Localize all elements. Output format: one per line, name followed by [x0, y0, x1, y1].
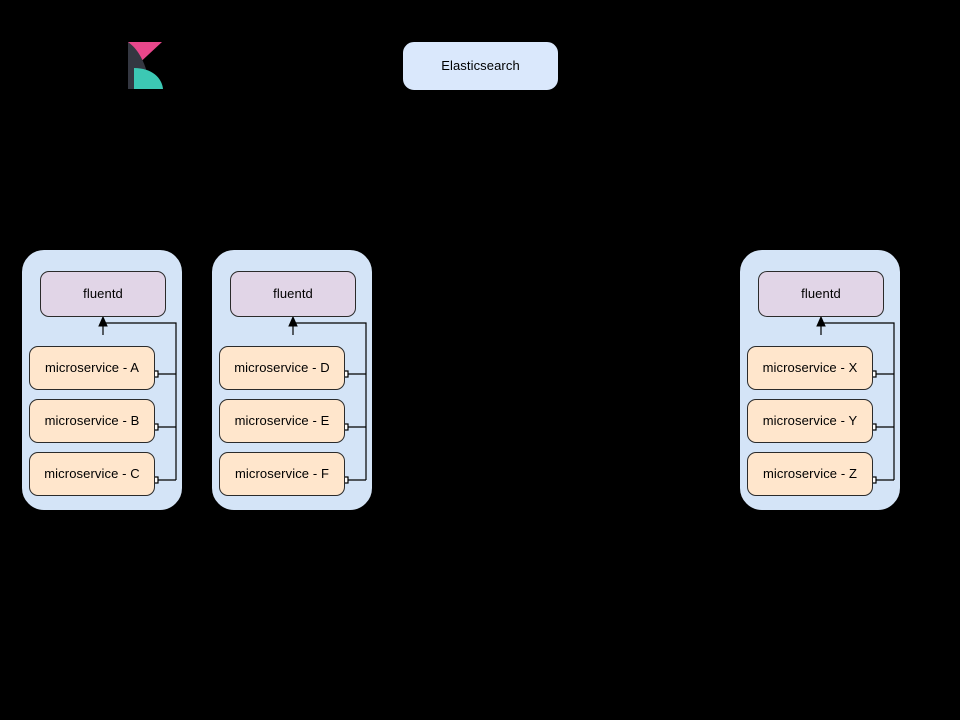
cluster-2[interactable]: fluentd microservice - D microservice - … — [212, 250, 372, 510]
elasticsearch-label: Elasticsearch — [441, 58, 520, 74]
kibana-logo-icon — [128, 42, 163, 89]
fluentd-label: fluentd — [273, 286, 313, 302]
kibana-logo — [128, 42, 170, 89]
microservice-label: microservice - Y — [762, 413, 858, 429]
microservice-node-c[interactable]: microservice - C — [29, 452, 155, 496]
microservice-label: microservice - C — [44, 466, 140, 482]
microservice-node-z[interactable]: microservice - Z — [747, 452, 873, 496]
microservice-label: microservice - Z — [762, 466, 858, 482]
microservice-node-y[interactable]: microservice - Y — [747, 399, 873, 443]
microservice-label: microservice - A — [44, 360, 140, 376]
fluentd-label: fluentd — [801, 286, 841, 302]
microservice-label: microservice - X — [762, 360, 858, 376]
cluster-3[interactable]: fluentd microservice - X microservice - … — [740, 250, 900, 510]
fluentd-label: fluentd — [83, 286, 123, 302]
fluentd-node-cluster-2[interactable]: fluentd — [230, 271, 356, 317]
fluentd-node-cluster-1[interactable]: fluentd — [40, 271, 166, 317]
elasticsearch-node[interactable]: Elasticsearch — [403, 42, 558, 90]
microservice-label: microservice - B — [44, 413, 140, 429]
wire-arrowhead-fluentd — [288, 315, 298, 327]
microservice-node-e[interactable]: microservice - E — [219, 399, 345, 443]
cluster-1[interactable]: fluentd microservice - A microservice - … — [22, 250, 182, 510]
microservice-label: microservice - D — [234, 360, 330, 376]
wire-arrowhead-fluentd — [98, 315, 108, 327]
microservice-node-a[interactable]: microservice - A — [29, 346, 155, 390]
microservice-node-f[interactable]: microservice - F — [219, 452, 345, 496]
microservice-node-d[interactable]: microservice - D — [219, 346, 345, 390]
wire-arrowhead-fluentd — [816, 315, 826, 327]
microservice-node-x[interactable]: microservice - X — [747, 346, 873, 390]
fluentd-node-cluster-3[interactable]: fluentd — [758, 271, 884, 317]
microservice-label: microservice - E — [234, 413, 330, 429]
microservice-label: microservice - F — [234, 466, 330, 482]
microservice-node-b[interactable]: microservice - B — [29, 399, 155, 443]
